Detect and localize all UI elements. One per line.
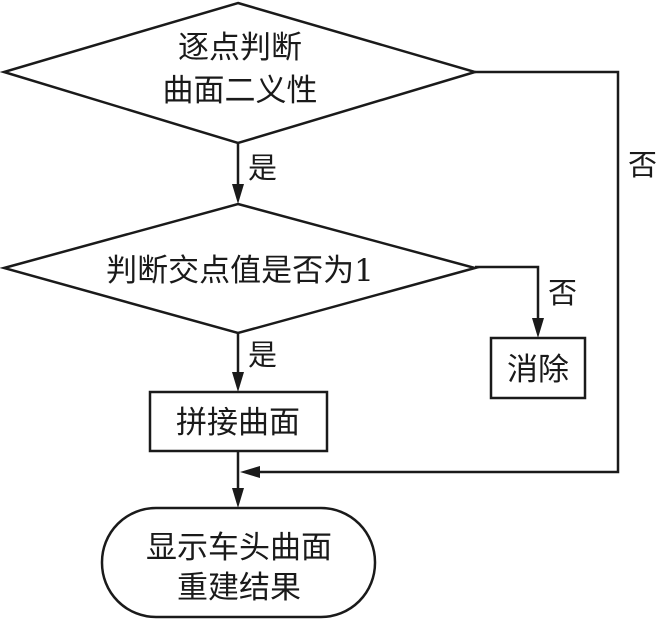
arrowhead-d1-no [240, 466, 260, 478]
stitch-surface-text: 拼接曲面 [176, 405, 300, 441]
edge-label-d1-no: 否 [628, 148, 657, 182]
result-terminal-node [100, 506, 377, 619]
edge-label-d1-yes: 是 [248, 151, 277, 185]
stitch-surface-node [148, 390, 329, 453]
eliminate-node [489, 336, 587, 400]
result-line2: 重建结果 [177, 570, 301, 606]
arrowhead-stitch-result [232, 488, 244, 508]
arrowhead-d1-yes [232, 184, 244, 204]
arrowhead-d2-no [532, 318, 544, 338]
eliminate-text: 消除 [507, 352, 569, 388]
edge-label-d2-no: 否 [548, 276, 577, 310]
result-line1: 显示车头曲面 [146, 530, 332, 566]
edge-d1-no [258, 70, 620, 474]
decision-ambiguity-line2: 曲面二义性 [163, 73, 318, 109]
decision-intersection-text: 判断交点值是否为1 [106, 253, 374, 289]
edge-d2-no [475, 265, 540, 320]
arrowhead-d2-yes [232, 372, 244, 392]
decision-ambiguity-line1: 逐点判断 [178, 30, 302, 66]
edge-label-d2-yes: 是 [248, 338, 277, 372]
